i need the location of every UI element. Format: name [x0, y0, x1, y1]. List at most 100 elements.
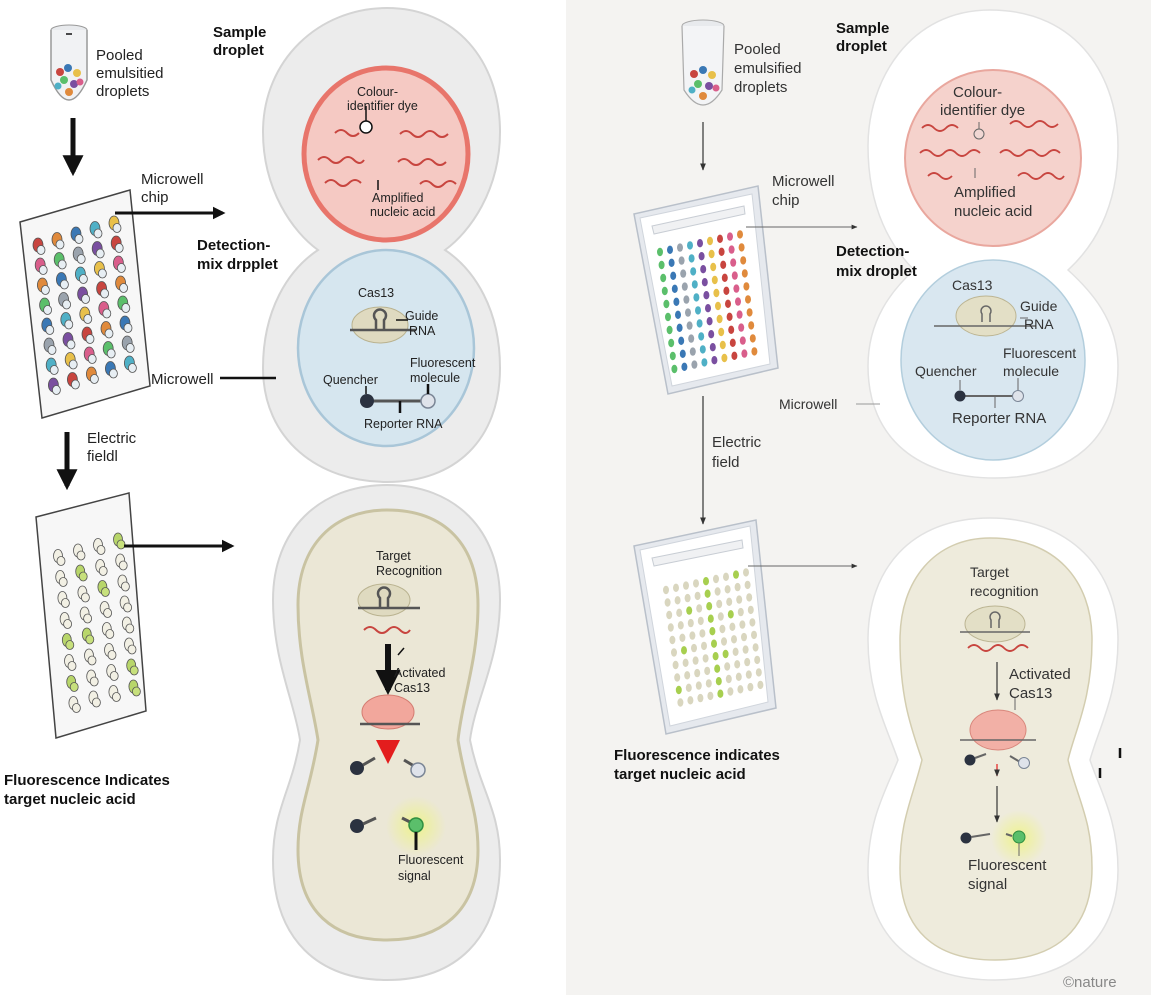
microwell-dot — [668, 338, 675, 348]
right-detection-droplet — [900, 259, 1086, 461]
microwell-dot — [712, 652, 719, 661]
microwell-dot — [737, 685, 744, 694]
microwell-dot — [741, 269, 748, 278]
left-fluorescent-dot — [408, 817, 424, 833]
left-guide-rna-label: Guide RNA — [405, 309, 442, 338]
microwell-dot — [658, 260, 665, 270]
microwell-dot — [677, 621, 684, 630]
microwell-dot — [92, 697, 101, 708]
microwell-dot — [755, 668, 762, 677]
left-microwell-chip — [19, 189, 151, 419]
microwell-dot — [718, 247, 725, 256]
microwell-dot — [725, 299, 731, 308]
right-amplified-label: Amplified nucleic acid — [954, 184, 1032, 220]
microwell-dot — [43, 305, 52, 315]
right-colour-dye-label: Colour- identifier dye — [940, 84, 1025, 119]
microwell-dot — [687, 618, 694, 628]
microwell-dot — [682, 658, 689, 667]
microwell-dot — [95, 248, 105, 259]
left-sample-droplet-label: Sample droplet — [213, 24, 271, 59]
microwell-dot — [737, 607, 744, 617]
microwell-dot — [684, 593, 691, 603]
microwell-dot — [693, 293, 700, 302]
microwell-dot — [123, 323, 133, 333]
left-sample-droplet — [301, 65, 471, 243]
microwell-dot — [690, 267, 697, 276]
microwell-dot — [739, 336, 746, 345]
microwell-dot — [83, 613, 92, 624]
microwell-dot — [734, 582, 741, 592]
microwell-dot — [678, 256, 685, 265]
right-fluorescence-indicates-label: Fluorescence indicates target nucleic ac… — [614, 747, 784, 783]
microwell-dot — [727, 687, 734, 696]
microwell-dot — [741, 632, 747, 642]
microwell-dot — [112, 692, 121, 702]
microwell-dot — [701, 278, 708, 287]
microwell-dot — [728, 245, 735, 254]
microwell-dot — [723, 286, 730, 295]
microwell-dot — [671, 648, 677, 657]
microwell-dot — [76, 254, 86, 264]
microwell-dot — [681, 282, 688, 291]
left-droplet-pair-top — [261, 6, 502, 484]
microwell-dot — [743, 568, 749, 577]
left-colour-dye-label: Colour- identifier dye — [347, 85, 418, 113]
microwell-dot — [667, 623, 674, 632]
microwell-dot — [87, 354, 97, 364]
microwell-dot — [751, 630, 757, 640]
microwell-dot — [663, 585, 669, 595]
microwell-dot — [697, 239, 703, 248]
left-fluorescent-chip — [35, 492, 147, 739]
microwell-dot — [745, 295, 751, 304]
microwell-dot — [673, 583, 679, 592]
microwell-dot — [727, 232, 733, 241]
microwell-dot — [121, 303, 131, 313]
left-target-recognition-label: Target Recognition — [376, 549, 442, 578]
microwell-dot — [696, 319, 703, 328]
microwell-dot — [741, 349, 748, 358]
microwell-dot — [717, 689, 724, 698]
microwell-dot — [749, 618, 756, 627]
microwell-dot — [705, 304, 711, 313]
microwell-dot — [678, 336, 685, 345]
microwell-dot — [700, 265, 707, 274]
microwell-dot — [125, 343, 135, 353]
microwell-dot — [87, 655, 97, 666]
microwell-dot — [695, 681, 702, 690]
microwell-dot — [731, 351, 738, 360]
microwell-dot — [704, 589, 711, 598]
microwell-dot — [693, 579, 699, 588]
microwell-dot — [688, 254, 695, 263]
microwell-dot — [745, 670, 752, 679]
microwell-dot — [717, 234, 723, 243]
right-pooled-label: Pooled emulsified droplets — [734, 41, 806, 96]
microwell-dot — [689, 347, 696, 356]
left-fluorescent-molecule-label: Fluorescent molecule — [410, 356, 479, 385]
microwell-dot — [716, 314, 723, 324]
microwell-dot — [58, 577, 68, 587]
microwell-dot — [106, 348, 116, 359]
microwell-dot — [683, 295, 690, 304]
microwell-dot — [36, 245, 46, 255]
microwell-dot — [689, 631, 696, 640]
microwell-dot — [81, 294, 90, 304]
microwell-dot — [666, 610, 673, 620]
microwell-dot — [751, 347, 758, 356]
microwell-dot — [98, 268, 107, 279]
microwell-dot — [711, 275, 718, 285]
microwell-dot — [749, 334, 756, 343]
microwell-dot — [734, 660, 741, 669]
microwell-dot — [754, 655, 761, 665]
microwell-dot — [703, 577, 709, 586]
microwell-dot — [729, 338, 736, 347]
microwell-dot — [62, 299, 71, 310]
microwell-dot — [676, 608, 683, 617]
microwell-dot — [708, 249, 715, 259]
microwell-dot — [61, 598, 70, 608]
microwell-dot — [707, 236, 713, 246]
microwell-dot — [732, 647, 739, 656]
microwell-dot — [716, 599, 723, 609]
microwell-dot — [701, 641, 707, 651]
microwell-dot — [744, 657, 751, 667]
microwell-dot — [702, 654, 709, 663]
